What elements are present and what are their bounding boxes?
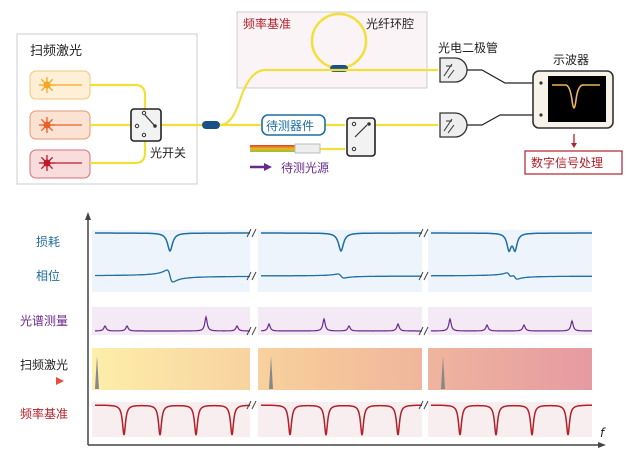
freq-ref-title: 频率基准 xyxy=(243,16,291,31)
loss-trace xyxy=(431,232,592,253)
swept-laser-band xyxy=(258,348,422,390)
loss-phase-band xyxy=(428,230,592,292)
photodiode-label: 光电二极管 xyxy=(438,40,498,55)
dsp-label: 数字信号处理 xyxy=(531,155,603,170)
plot-traces xyxy=(95,228,592,436)
loss-trace xyxy=(95,232,250,253)
row-label-swept-laser: 扫频激光 xyxy=(20,358,68,372)
swept-laser-band xyxy=(92,348,250,390)
photodiode-icon xyxy=(439,57,468,83)
phase-trace xyxy=(260,273,422,279)
laser-star-icon xyxy=(39,77,82,93)
laser-fibers xyxy=(90,83,205,165)
row-label-loss: 损耗 xyxy=(36,235,60,249)
loss-phase-band xyxy=(258,230,422,292)
row-label-freq-ref: 频率基准 xyxy=(20,406,68,421)
dut-label: 待测器件 xyxy=(266,119,314,133)
swept-laser-title: 扫频激光 xyxy=(30,44,82,59)
axis-break-icon xyxy=(246,400,257,410)
photodiode-icon xyxy=(439,112,468,138)
loss-phase-band xyxy=(92,230,250,292)
row-label-spectrum: 光谱测量 xyxy=(20,314,68,328)
x-axis-label: f xyxy=(600,426,606,440)
oscilloscope-icon xyxy=(532,70,614,129)
axis-break-icon xyxy=(418,228,429,238)
fiber-ring-label: 光纤环腔 xyxy=(366,16,414,31)
freq-ref-trace xyxy=(95,404,251,436)
axis-break-icon xyxy=(418,326,429,336)
coupler-icon xyxy=(202,121,220,129)
signal-cables xyxy=(467,69,541,126)
laser-source-3 xyxy=(29,149,91,179)
dut-box xyxy=(261,114,326,136)
test-source-fiber-icon xyxy=(250,145,298,152)
axis-break-icon xyxy=(246,326,257,336)
oscilloscope-label: 示波器 xyxy=(553,53,589,67)
row-label-phase: 相位 xyxy=(36,268,60,283)
phase-trace xyxy=(431,272,592,280)
freq-ref-trace xyxy=(261,404,422,436)
axis-break-icon xyxy=(246,271,257,281)
loss-trace xyxy=(261,232,422,253)
axis-break-icon xyxy=(246,228,257,238)
laser-star-icon xyxy=(39,155,82,171)
dsp-box xyxy=(524,150,623,175)
source-switch-icon xyxy=(346,117,376,157)
optical-switch-icon xyxy=(130,108,162,142)
optical-switch-label: 光开关 xyxy=(150,146,186,160)
axis-break-icon xyxy=(418,400,429,410)
laser-line-marker xyxy=(441,356,445,389)
laser-line-marker xyxy=(269,356,273,389)
spectrum-trace xyxy=(261,317,422,332)
laser-sources xyxy=(29,70,91,179)
main-fibers xyxy=(219,68,438,151)
phase-trace xyxy=(95,269,251,283)
spectrum-trace xyxy=(95,314,250,332)
freq-ref-box xyxy=(236,11,428,89)
axis-break-icon xyxy=(418,271,429,281)
test-source-label: 待测光源 xyxy=(281,161,329,175)
connector-icon xyxy=(294,143,321,154)
swept-laser-band xyxy=(428,348,592,390)
freq-ref-trace xyxy=(431,404,592,436)
spectrum-trace xyxy=(431,317,592,332)
laser-star-icon xyxy=(39,117,82,133)
laser-line-marker xyxy=(95,356,99,389)
